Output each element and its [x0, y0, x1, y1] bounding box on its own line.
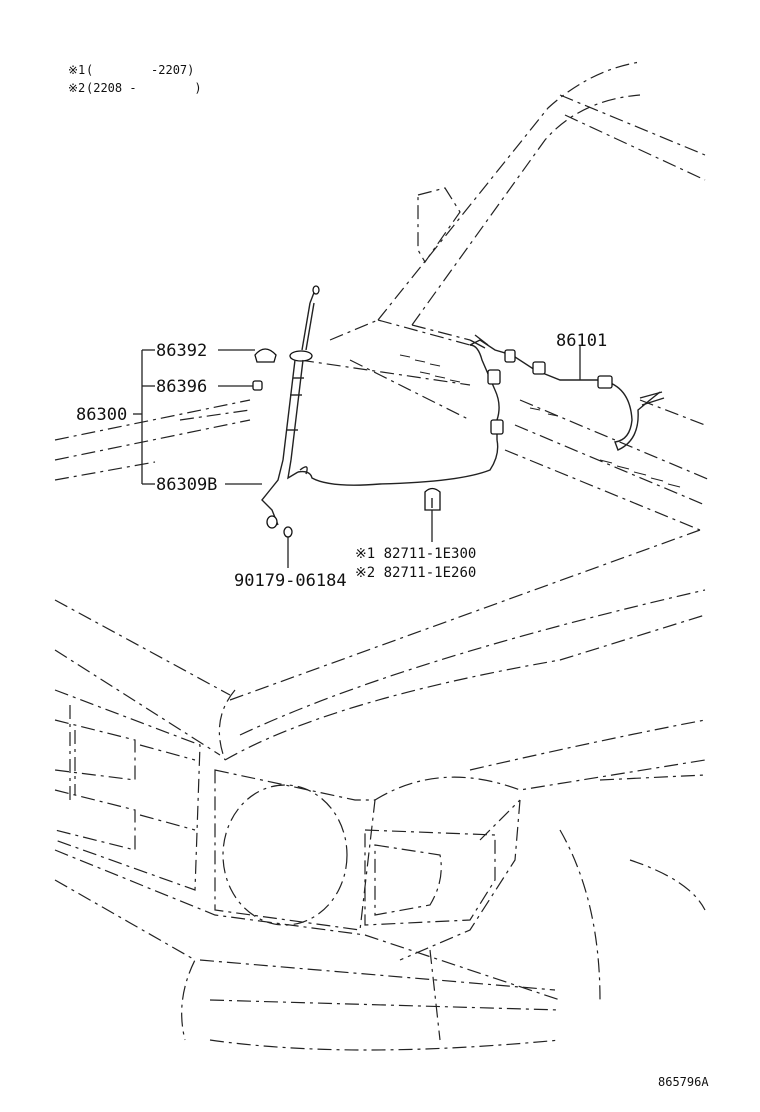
- label-86392: 86392: [156, 341, 207, 361]
- vehicle-outline: [54, 61, 711, 1051]
- label-82711-1e300: ※1 82711-1E300: [355, 546, 476, 562]
- cap-86392-icon: [254, 348, 277, 363]
- notes-legend: ※1 ( -2207) ※2 (2208 - ): [68, 63, 202, 95]
- label-82711-1e260: ※2 82711-1E260: [355, 565, 476, 581]
- clamp-82711-icon: [424, 487, 441, 511]
- part-labels: 86392 86396 86300 86309B 90179-06184 ※1 …: [76, 331, 607, 591]
- note-1-mark: ※1: [68, 63, 85, 77]
- diagram-id: 865796A: [658, 1075, 709, 1089]
- note-2-mark: ※2: [68, 81, 85, 95]
- leader-lines: [133, 345, 581, 568]
- label-86309b: 86309B: [156, 475, 217, 495]
- note-2-range: (2208 - ): [86, 81, 202, 95]
- antenna-cap-icon: [289, 350, 313, 362]
- label-86101: 86101: [556, 331, 607, 351]
- label-86300: 86300: [76, 405, 127, 425]
- hatching: [399, 354, 681, 488]
- antenna-cable: [297, 439, 499, 486]
- label-86396: 86396: [156, 377, 207, 397]
- note-1-range: ( -2207): [86, 63, 194, 77]
- screw-icon: [283, 526, 293, 538]
- antenna-assembly: [252, 285, 320, 538]
- nut-86396-icon: [252, 380, 263, 391]
- label-90179-06184: 90179-06184: [234, 571, 347, 591]
- harness-86101: [469, 334, 665, 451]
